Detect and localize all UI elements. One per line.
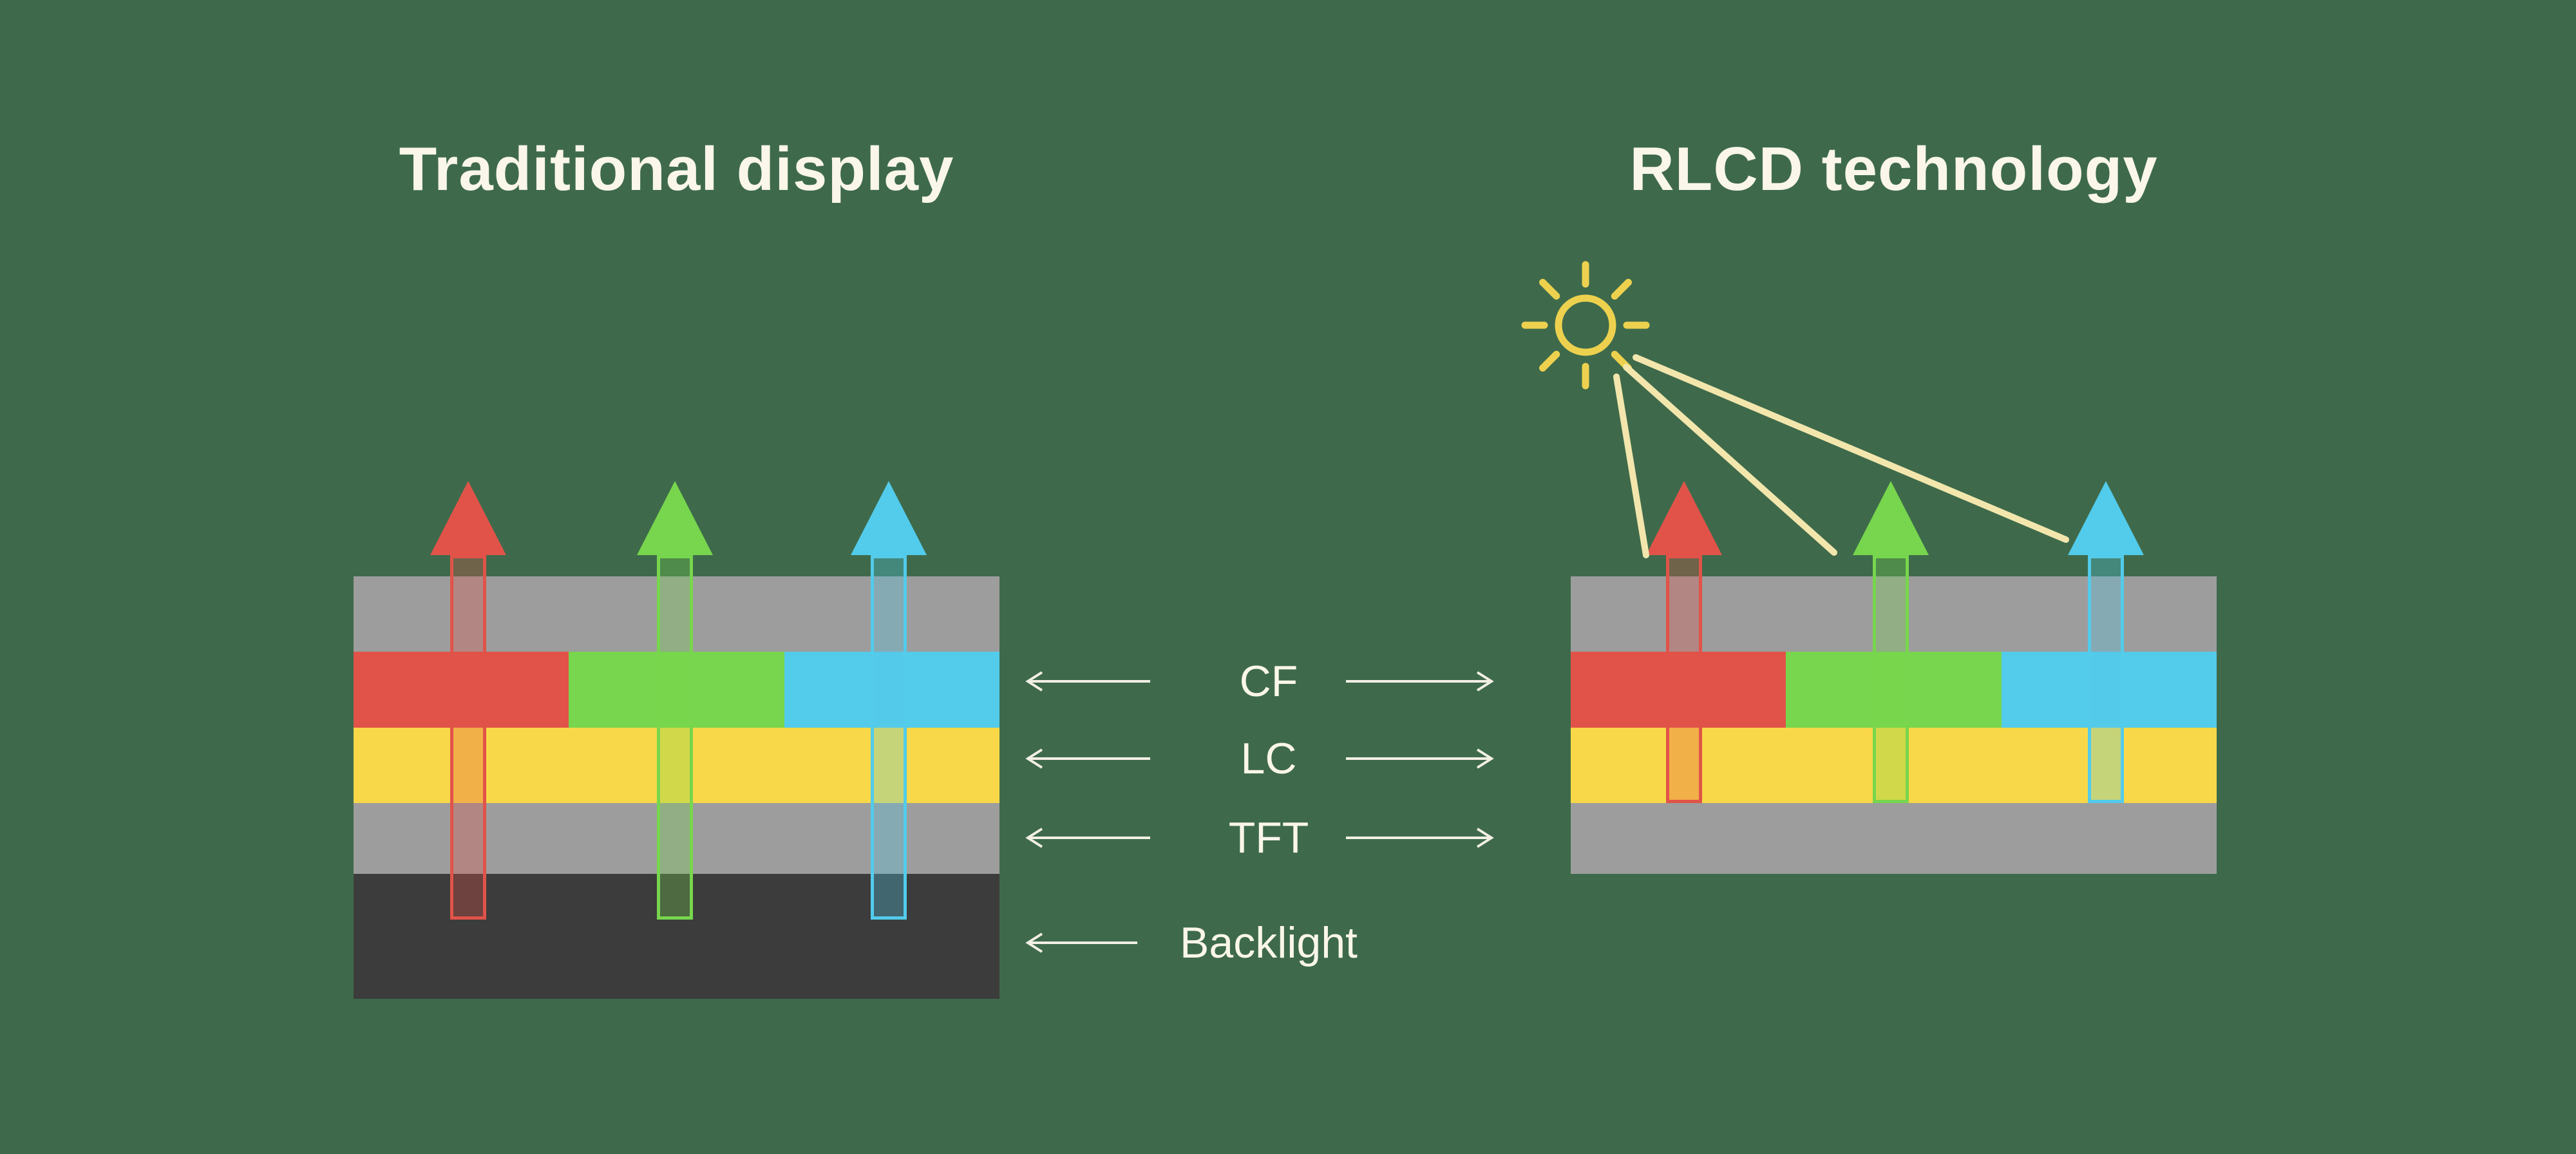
liquid-crystal-layer xyxy=(354,728,999,803)
sun-disc xyxy=(1555,294,1616,356)
backlight-label: Backlight xyxy=(1180,918,1358,967)
sun-icon xyxy=(1521,261,1650,390)
lc-right-arrow xyxy=(1346,748,1494,769)
arrow-shaft xyxy=(1666,555,1702,803)
cf-left-arrow xyxy=(1025,671,1150,692)
arrow-shaft xyxy=(450,555,486,920)
arrowhead xyxy=(1025,932,1043,953)
backlight-left-arrow xyxy=(1025,932,1137,953)
arrowhead xyxy=(1476,748,1494,769)
sun-beam-1 xyxy=(1613,374,1649,558)
sun-rays xyxy=(1521,261,1650,390)
green-light-up-arrow xyxy=(637,481,713,920)
color-filter-red-segment xyxy=(1571,652,1786,728)
arrowhead xyxy=(2068,481,2144,555)
tft-right-arrow xyxy=(1346,828,1494,848)
arrowhead xyxy=(851,481,927,555)
lc-left-arrow xyxy=(1025,748,1150,769)
cf-right-arrow xyxy=(1346,671,1494,692)
arrow-shaft xyxy=(1873,555,1909,803)
color-filter-red-segment xyxy=(354,652,569,728)
arrow-shaft xyxy=(2088,555,2124,803)
color-filter-green-segment xyxy=(569,652,784,728)
red-light-up-arrow xyxy=(1646,481,1722,803)
liquid-crystal-layer xyxy=(1571,728,2217,803)
arrowhead xyxy=(1853,481,1929,555)
glass-layer xyxy=(1571,576,2217,652)
tft-label: TFT xyxy=(1228,813,1309,862)
arrowhead xyxy=(1025,828,1043,848)
color-filter-green-segment xyxy=(1786,652,2002,728)
arrow-shaft xyxy=(657,555,693,920)
tft-layer xyxy=(354,803,999,874)
rlcd-display-stack xyxy=(1571,576,2217,874)
lc-label: LC xyxy=(1240,734,1297,783)
tft-left-arrow xyxy=(1025,828,1150,848)
green-light-up-arrow xyxy=(1853,481,1929,803)
arrowhead xyxy=(637,481,713,555)
red-light-up-arrow xyxy=(430,481,506,920)
tft-layer xyxy=(1571,803,2217,874)
cyan-light-up-arrow xyxy=(2068,481,2144,803)
right-panel-title: RLCD technology xyxy=(1629,135,2158,203)
cyan-light-up-arrow xyxy=(851,481,927,920)
backlight-layer xyxy=(354,874,999,999)
arrowhead xyxy=(1646,481,1722,555)
traditional-display-stack xyxy=(354,576,999,999)
arrowhead xyxy=(1025,748,1043,769)
color-filter-cyan-segment xyxy=(784,652,999,728)
arrowhead xyxy=(1476,828,1494,848)
color-filter-cyan-segment xyxy=(2002,652,2217,728)
cf-label: CF xyxy=(1239,657,1298,706)
arrowhead xyxy=(1476,671,1494,692)
left-panel-title: Traditional display xyxy=(399,135,954,203)
glass-layer xyxy=(354,576,999,652)
arrow-shaft xyxy=(871,555,907,920)
arrowhead xyxy=(430,481,506,555)
arrowhead xyxy=(1025,671,1043,692)
